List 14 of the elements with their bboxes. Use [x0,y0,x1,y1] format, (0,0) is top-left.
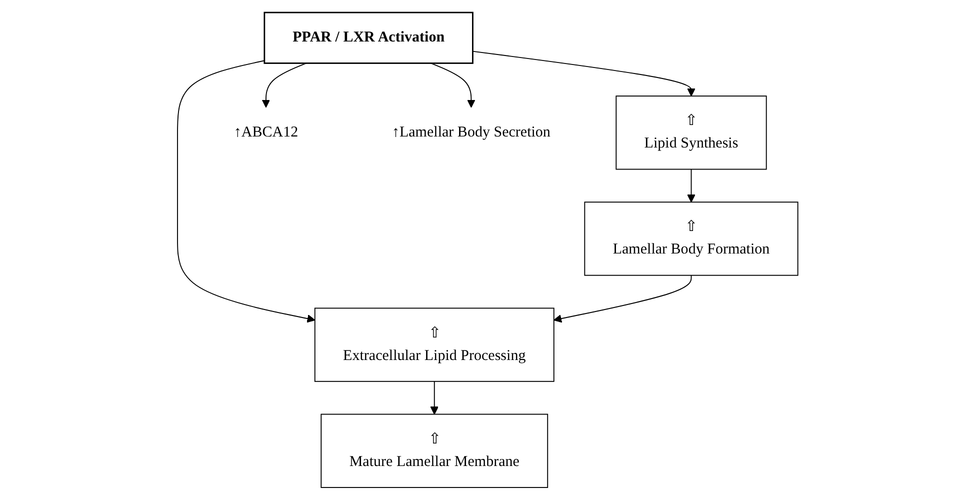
arrow [472,50,696,96]
node-box [321,414,548,488]
node-box [616,96,768,170]
node-box [584,202,799,276]
arrow [687,168,696,202]
node-text: ↑Lamellar Body Secretion [392,124,551,140]
arrow [177,60,316,323]
node-text: ↑ABCA12 [234,124,298,140]
arrow [262,62,308,108]
node-box [264,12,474,64]
node-box [314,308,555,382]
arrow [430,62,476,108]
arrow [430,380,439,415]
arrow [554,274,692,323]
